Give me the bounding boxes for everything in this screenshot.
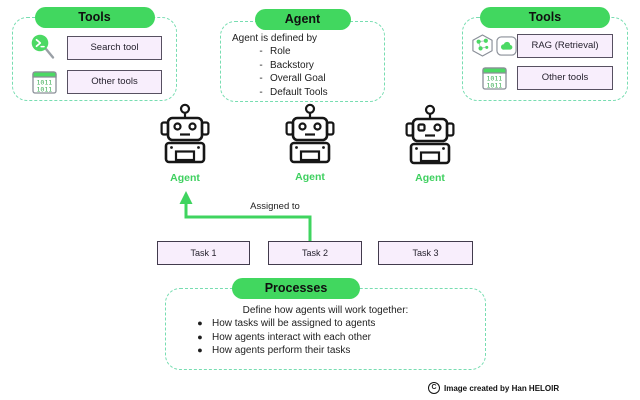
task-1-box: Task 1: [157, 241, 250, 265]
binary-file-icon: 1011 1011: [471, 66, 517, 90]
processes-intro: Define how agents will work together:: [242, 305, 409, 316]
svg-text:1011: 1011: [486, 81, 502, 89]
tool-row-search: Search tool: [21, 33, 162, 62]
task-3-box: Task 3: [378, 241, 473, 265]
search-tool-box: Search tool: [67, 35, 162, 60]
cluster-icon: [472, 34, 493, 57]
agent-definition-item: - Role: [259, 46, 291, 57]
tools-left-panel: Tools Search tool: [12, 7, 177, 101]
agent-definition-item: - Backstory: [259, 59, 314, 71]
binary-file-icon: 1011 1011: [21, 70, 67, 94]
copyright-icon: C: [428, 382, 440, 394]
agent-panel-title: Agent: [254, 9, 351, 30]
agent-label-2: Agent: [295, 171, 325, 183]
agent-definition-item: - Overall Goal: [259, 73, 326, 84]
svg-text:1011: 1011: [486, 74, 502, 82]
tool-row-other: 1011 1011 Other tools: [471, 66, 613, 90]
tools-right-panel: Tools: [462, 7, 628, 101]
rag-retrieval-box: RAG (Retrieval): [517, 33, 613, 58]
agent-label-1: Agent: [170, 172, 200, 184]
svg-text:1011: 1011: [36, 78, 52, 86]
svg-text:1011: 1011: [36, 85, 52, 93]
process-item: ● How agents interact with each other: [197, 331, 371, 343]
processes-title: Processes: [232, 278, 360, 299]
robot-agent-icon: [405, 104, 455, 165]
copyright-text: Image created by Han HELOIR: [444, 383, 560, 393]
tool-row-other: 1011 1011 Other tools: [21, 70, 162, 94]
tools-left-title: Tools: [34, 7, 155, 28]
robot-agent-icon: [285, 103, 335, 164]
tools-right-title: Tools: [480, 7, 610, 28]
copyright-line: C Image created by Han HELOIR: [428, 382, 559, 394]
assigned-to-label: Assigned to: [250, 201, 300, 212]
agent-definition-intro: Agent is defined by: [232, 33, 318, 44]
process-item: ● How agents perform their tasks: [197, 345, 351, 356]
process-item: ● How tasks will be assigned to agents: [197, 318, 376, 329]
other-tools-box: Other tools: [517, 66, 613, 90]
agent-panel: Agent Agent is defined by - Role - Backs…: [220, 9, 385, 102]
other-tools-box: Other tools: [67, 70, 162, 94]
task-2-box: Task 2: [268, 241, 362, 265]
cloud-icon: [496, 35, 517, 56]
robot-agent-icon: [160, 103, 210, 164]
agent-label-3: Agent: [415, 172, 445, 184]
tool-row-rag: RAG (Retrieval): [471, 33, 613, 58]
assigned-to-arrow: [179, 191, 312, 244]
processes-panel: Processes Define how agents will work to…: [165, 278, 486, 370]
terminal-search-icon: [21, 33, 67, 62]
agent-definition-item: - Default Tools: [259, 86, 328, 98]
